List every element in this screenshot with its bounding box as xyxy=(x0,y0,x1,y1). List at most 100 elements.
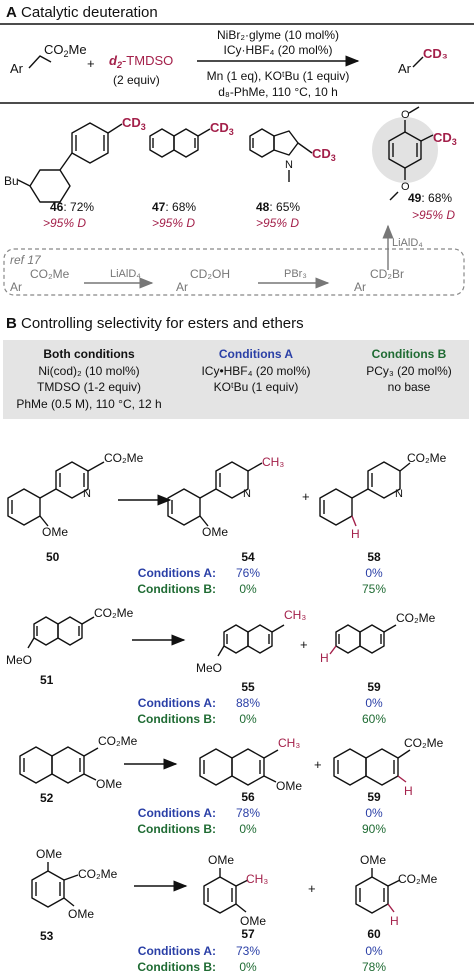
svg-text:OMe: OMe xyxy=(202,525,228,539)
svg-text:CD₂OH: CD₂OH xyxy=(190,267,230,281)
row2-a-yield-1: 88% xyxy=(236,696,260,710)
row1-conditions-b-label: Conditions B: xyxy=(137,582,216,596)
svg-text:(2 equiv): (2 equiv) xyxy=(113,73,160,87)
svg-text:N: N xyxy=(83,488,91,500)
svg-text:CD₂Br: CD₂Br xyxy=(370,267,404,281)
compound-59b-label: 59 xyxy=(367,790,381,804)
row3-b-yield-1: 0% xyxy=(239,822,257,836)
section-a-title: Catalytic deuteration xyxy=(21,4,158,21)
svg-text:Conditions B: Conditions B xyxy=(372,347,447,361)
svg-text:d₈-PhMe, 110 °C, 10 h: d₈-PhMe, 110 °C, 10 h xyxy=(218,85,338,99)
structure-49: O CD3 O xyxy=(388,106,457,201)
svg-text:PBr₃: PBr₃ xyxy=(284,268,307,280)
svg-text:CO2Me: CO2Me xyxy=(44,42,87,59)
compound-54-label: 54 xyxy=(241,550,255,564)
plus-sign: + xyxy=(87,56,95,71)
row2-b-yield-1: 0% xyxy=(239,712,257,726)
row3-a-yield-1: 78% xyxy=(236,806,260,820)
compound-60-label: 60 xyxy=(367,927,381,941)
row1-a-yield-2: 0% xyxy=(365,566,383,580)
svg-text:CO₂Me: CO₂Me xyxy=(98,734,138,748)
row1-b-yield-2: 75% xyxy=(362,582,386,596)
svg-text:CH₃: CH₃ xyxy=(246,872,268,886)
svg-text:N: N xyxy=(285,159,293,171)
svg-text:CD3: CD3 xyxy=(433,130,457,147)
svg-text:Conditions A: Conditions A xyxy=(219,347,294,361)
row4-b-yield-2: 78% xyxy=(362,960,386,974)
svg-text:Mn (1 eq), KOᵗBu (1 equiv): Mn (1 eq), KOᵗBu (1 equiv) xyxy=(207,69,350,83)
svg-text:PhMe (0.5 M), 110 °C, 12 h: PhMe (0.5 M), 110 °C, 12 h xyxy=(16,397,161,411)
conditions-a: Conditions A ICy•HBF₄ (20 mol%) KOᵗBu (1… xyxy=(201,347,310,394)
conditions-panel xyxy=(3,340,469,419)
row3-conditions-a-label: Conditions A: xyxy=(138,806,216,820)
svg-text:OMe: OMe xyxy=(36,847,62,861)
svg-text:CO₂Me: CO₂Me xyxy=(407,451,447,465)
svg-text:CD₃: CD₃ xyxy=(423,46,448,61)
svg-text:PCy₃ (20 mol%): PCy₃ (20 mol%) xyxy=(366,364,452,378)
row4-conditions-b-label: Conditions B: xyxy=(137,960,216,974)
svg-text:Ni(cod)₂ (10 mol%): Ni(cod)₂ (10 mol%) xyxy=(38,364,139,378)
svg-text:LiAlD₄: LiAlD₄ xyxy=(392,237,423,249)
svg-text:CO₂Me: CO₂Me xyxy=(396,611,436,625)
svg-text:H: H xyxy=(320,651,329,665)
svg-text:OMe: OMe xyxy=(276,779,302,793)
svg-text:no base: no base xyxy=(388,380,431,394)
svg-text:CD3: CD3 xyxy=(210,120,234,137)
svg-text:CO₂Me: CO₂Me xyxy=(398,872,438,886)
svg-text:OMe: OMe xyxy=(240,914,266,928)
row1-b-yield-1: 0% xyxy=(239,582,257,596)
svg-text:>95% D: >95% D xyxy=(256,216,299,230)
svg-text:ICy•HBF₄ (20 mol%): ICy•HBF₄ (20 mol%) xyxy=(201,364,310,378)
row-53: OMe CO₂Me OMe OMe CH₃ OMe + OMe CO₂Me H xyxy=(31,847,438,928)
svg-text:48: 65%: 48: 65% xyxy=(256,200,300,214)
svg-text:OMe: OMe xyxy=(360,853,386,867)
section-b-title: Controlling selectivity for esters and e… xyxy=(21,315,304,332)
row1-a-yield-1: 76% xyxy=(236,566,260,580)
svg-text:CD3: CD3 xyxy=(122,115,146,132)
row4-a-yield-1: 73% xyxy=(236,944,260,958)
row4-conditions-a-label: Conditions A: xyxy=(138,944,216,958)
svg-text:Ar: Ar xyxy=(398,61,412,76)
product-ar-cd3: Ar CD₃ xyxy=(398,46,448,76)
svg-text:CH₃: CH₃ xyxy=(262,455,284,469)
svg-text:KOᵗBu (1 equiv): KOᵗBu (1 equiv) xyxy=(214,380,299,394)
row2-b-yield-2: 60% xyxy=(362,712,386,726)
svg-text:OMe: OMe xyxy=(96,777,122,791)
compound-51-label: 51 xyxy=(40,673,54,687)
svg-text:Ar: Ar xyxy=(176,280,188,294)
conditions-both: Both conditions Ni(cod)₂ (10 mol%) TMDSO… xyxy=(16,347,161,411)
svg-text:O: O xyxy=(401,109,410,121)
row4-b-yield-1: 0% xyxy=(239,960,257,974)
section-b-letter: B xyxy=(6,315,17,332)
svg-text:TMDSO (1-2 equiv): TMDSO (1-2 equiv) xyxy=(37,380,141,394)
compound-57-label: 57 xyxy=(241,927,255,941)
section-a-letter: A xyxy=(6,4,17,21)
svg-text:CH₃: CH₃ xyxy=(284,608,306,622)
svg-text:>95% D: >95% D xyxy=(43,216,86,230)
svg-text:49: 68%: 49: 68% xyxy=(408,191,452,205)
svg-text:Bu: Bu xyxy=(4,174,19,188)
svg-text:+: + xyxy=(308,881,316,896)
compound-53-label: 53 xyxy=(40,929,54,943)
svg-text:N: N xyxy=(395,488,403,500)
svg-text:LiAlD₄: LiAlD₄ xyxy=(110,268,141,280)
ref-17-route: ref 17 Ar CO₂Me LiAlD₄ Ar CD₂OH PBr₃ Ar … xyxy=(10,224,423,294)
svg-text:d2-TMDSO: d2-TMDSO xyxy=(109,53,173,70)
example-labels: 46: 72% >95% D 47: 68% >95% D 48: 65% >9… xyxy=(43,191,455,230)
svg-text:+: + xyxy=(314,757,322,772)
row3-a-yield-2: 0% xyxy=(365,806,383,820)
structure-47: CD3 xyxy=(149,120,234,158)
row-51: CO₂Me MeO CH₃ MeO + CO₂Me H xyxy=(6,606,436,675)
svg-text:CO₂Me: CO₂Me xyxy=(404,736,444,750)
svg-text:NiBr₂·glyme (10 mol%): NiBr₂·glyme (10 mol%) xyxy=(217,28,339,42)
svg-text:>95% D: >95% D xyxy=(152,216,195,230)
svg-text:H: H xyxy=(390,914,399,928)
reactant-ester: Ar CO2Me xyxy=(10,42,87,76)
svg-text:CO₂Me: CO₂Me xyxy=(104,451,144,465)
row3-b-yield-2: 90% xyxy=(362,822,386,836)
svg-text:46: 72%: 46: 72% xyxy=(50,200,94,214)
svg-text:OMe: OMe xyxy=(42,525,68,539)
compound-56-label: 56 xyxy=(241,790,255,804)
row2-a-yield-2: 0% xyxy=(365,696,383,710)
